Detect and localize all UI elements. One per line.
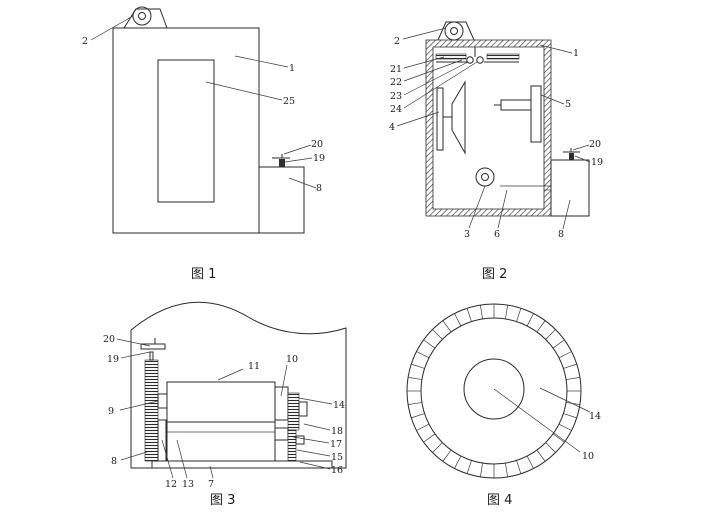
label-20: 20 xyxy=(103,334,115,345)
gear-tooth-divider xyxy=(466,308,472,322)
gear-tooth-divider xyxy=(454,455,462,469)
label-18: 18 xyxy=(331,426,343,437)
gear-tooth-divider xyxy=(552,433,565,443)
lower-roller-13 xyxy=(166,421,276,462)
gear-tooth-divider xyxy=(408,402,422,405)
side-box xyxy=(258,166,305,234)
gear-tooth-divider xyxy=(505,305,508,319)
gear-tooth-divider xyxy=(536,320,546,333)
label-19: 19 xyxy=(591,157,603,168)
label-15: 15 xyxy=(331,452,343,463)
label-20: 20 xyxy=(589,139,601,150)
label-17: 17 xyxy=(330,439,342,450)
label-21: 21 xyxy=(390,64,402,75)
gear-tooth-divider xyxy=(552,339,565,349)
gear-tooth-divider xyxy=(545,442,556,453)
gear-tooth-divider xyxy=(432,329,443,340)
gear-tooth-divider xyxy=(454,313,462,327)
gear-tooth-divider xyxy=(432,442,443,453)
top-clamp-mechanism xyxy=(435,47,520,64)
gear-tooth-divider xyxy=(423,433,436,443)
gear-tooth-divider xyxy=(423,339,436,349)
label-3: 3 xyxy=(464,229,470,240)
label-9: 9 xyxy=(108,406,114,417)
gear-tooth-divider xyxy=(536,449,546,462)
label-4: 4 xyxy=(389,122,395,133)
gear-tooth-divider xyxy=(411,363,425,369)
label-19: 19 xyxy=(107,354,119,365)
label-1: 1 xyxy=(289,63,295,74)
gear-tooth-divider xyxy=(566,377,580,380)
label-12: 12 xyxy=(165,479,177,490)
figure-3: 20 19 11 10 9 14 18 17 15 16 8 12 13 7 图… xyxy=(103,301,347,508)
label-2: 2 xyxy=(82,36,88,47)
gear-tooth-divider xyxy=(505,463,508,477)
gear-teeth xyxy=(407,304,581,478)
gear-tooth-divider xyxy=(563,363,577,369)
label-19: 19 xyxy=(313,153,325,164)
caption-fig4: 图 4 xyxy=(487,493,512,508)
gear-tooth-divider xyxy=(526,455,534,469)
label-22: 22 xyxy=(390,77,402,88)
label-10: 10 xyxy=(286,354,298,365)
label-16: 16 xyxy=(331,465,343,476)
figure-2: 2 1 21 22 23 24 4 5 20 19 3 6 8 图 2 xyxy=(389,21,603,282)
gear-tooth-divider xyxy=(563,413,577,419)
label-14: 14 xyxy=(333,400,345,411)
right-holder xyxy=(494,85,542,143)
center-hub xyxy=(463,358,525,420)
gear-tooth-divider xyxy=(480,305,483,319)
label-13: 13 xyxy=(182,479,194,490)
gear-tooth-divider xyxy=(408,377,422,380)
gear-tooth-divider xyxy=(480,463,483,477)
gear-tooth-divider xyxy=(516,460,522,474)
gear-tooth-divider xyxy=(416,351,430,359)
label-20: 20 xyxy=(311,139,323,150)
label-23: 23 xyxy=(390,91,402,102)
adjust-knob xyxy=(272,154,290,167)
gear-tooth-divider xyxy=(411,413,425,419)
gear-tooth-divider xyxy=(545,329,556,340)
partial-section-outline xyxy=(130,301,347,469)
gear-tooth-divider xyxy=(558,423,572,431)
gear-tooth-divider xyxy=(558,351,572,359)
gear-tooth-divider xyxy=(442,449,452,462)
label-8: 8 xyxy=(558,229,564,240)
top-pulley xyxy=(437,21,475,41)
gear-tooth-divider xyxy=(526,313,534,327)
left-holder xyxy=(436,80,466,155)
right-gear-assembly xyxy=(274,386,308,462)
label-8: 8 xyxy=(316,183,322,194)
adjust-knob xyxy=(563,148,580,160)
gear-tooth-divider xyxy=(442,320,452,333)
label-6: 6 xyxy=(494,229,500,240)
bottom-roller xyxy=(475,167,495,187)
figure-4: 14 10 图 4 xyxy=(406,303,601,508)
label-2: 2 xyxy=(394,36,400,47)
label-10: 10 xyxy=(582,451,594,462)
caption-fig3: 图 3 xyxy=(210,493,235,508)
label-11: 11 xyxy=(248,361,260,372)
label-14: 14 xyxy=(589,411,601,422)
label-7: 7 xyxy=(208,479,214,490)
label-1: 1 xyxy=(573,48,579,59)
gear-tooth-divider xyxy=(516,308,522,322)
caption-fig1: 图 1 xyxy=(191,267,216,282)
inner-gear-rim xyxy=(420,317,568,465)
gear-tooth-divider xyxy=(466,460,472,474)
figure-1: 2 1 25 20 19 8 图 1 xyxy=(82,6,325,282)
caption-fig2: 图 2 xyxy=(482,267,507,282)
label-5: 5 xyxy=(565,99,571,110)
upper-roller-11 xyxy=(166,381,276,423)
label-24: 24 xyxy=(390,104,402,115)
gear-tooth-divider xyxy=(416,423,430,431)
left-screw-column xyxy=(140,343,168,462)
label-25: 25 xyxy=(283,96,295,107)
label-8: 8 xyxy=(111,456,117,467)
cabinet-body xyxy=(112,27,260,234)
viewing-window xyxy=(157,59,215,203)
side-box xyxy=(550,159,590,217)
